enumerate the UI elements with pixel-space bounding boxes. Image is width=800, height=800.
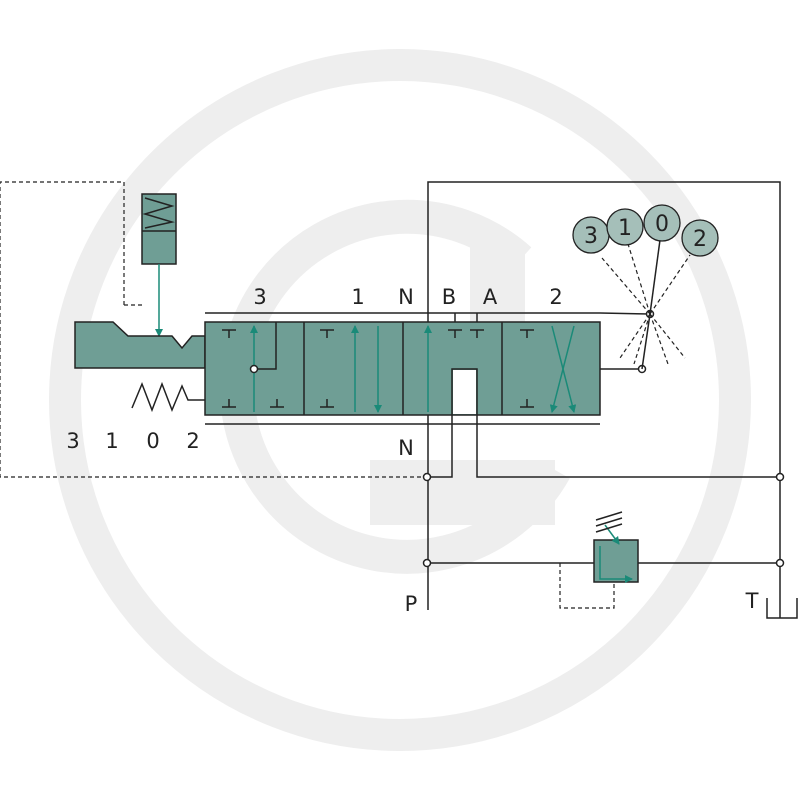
label-port-n: N [398, 436, 414, 460]
spool-position-n [424, 325, 484, 415]
pilot-line [0, 181, 425, 478]
label-top-b: B [442, 285, 456, 309]
position-labels-left: 3 1 0 2 [66, 429, 199, 453]
selector-linkage [599, 239, 691, 374]
pressure-relief-valve [559, 511, 639, 609]
valve-spool [204, 321, 601, 416]
knob-2: 2 [681, 219, 719, 257]
svg-text:0: 0 [655, 212, 669, 237]
label-top-3: 3 [253, 285, 266, 309]
label-top-1: 1 [351, 285, 364, 309]
spool-position-2 [520, 325, 577, 413]
label-port-p: P [405, 592, 418, 616]
svg-text:1: 1 [618, 216, 632, 241]
label-left-0: 0 [146, 429, 159, 453]
selector-knobs: 3 1 0 2 [572, 204, 719, 257]
return-spring [131, 381, 205, 413]
label-left-1: 1 [105, 429, 118, 453]
knob-3: 3 [572, 216, 610, 254]
label-top-2: 2 [549, 285, 562, 309]
knob-0: 0 [643, 204, 681, 242]
solenoid-actuator [141, 193, 177, 337]
svg-text:3: 3 [584, 224, 598, 249]
label-port-t: T [745, 589, 759, 613]
position-labels-top: 3 1 N B A 2 [253, 285, 562, 309]
knob-1: 1 [606, 208, 644, 246]
tank-symbol [766, 598, 798, 619]
spool-position-3 [222, 322, 284, 412]
label-top-n: N [398, 285, 414, 309]
spool-position-1 [320, 325, 382, 413]
detent-lever [74, 321, 206, 369]
label-left-2: 2 [186, 429, 199, 453]
label-left-3: 3 [66, 429, 79, 453]
hydraulic-lines [422, 181, 785, 618]
svg-text:2: 2 [693, 227, 707, 252]
label-top-a: A [483, 285, 498, 309]
